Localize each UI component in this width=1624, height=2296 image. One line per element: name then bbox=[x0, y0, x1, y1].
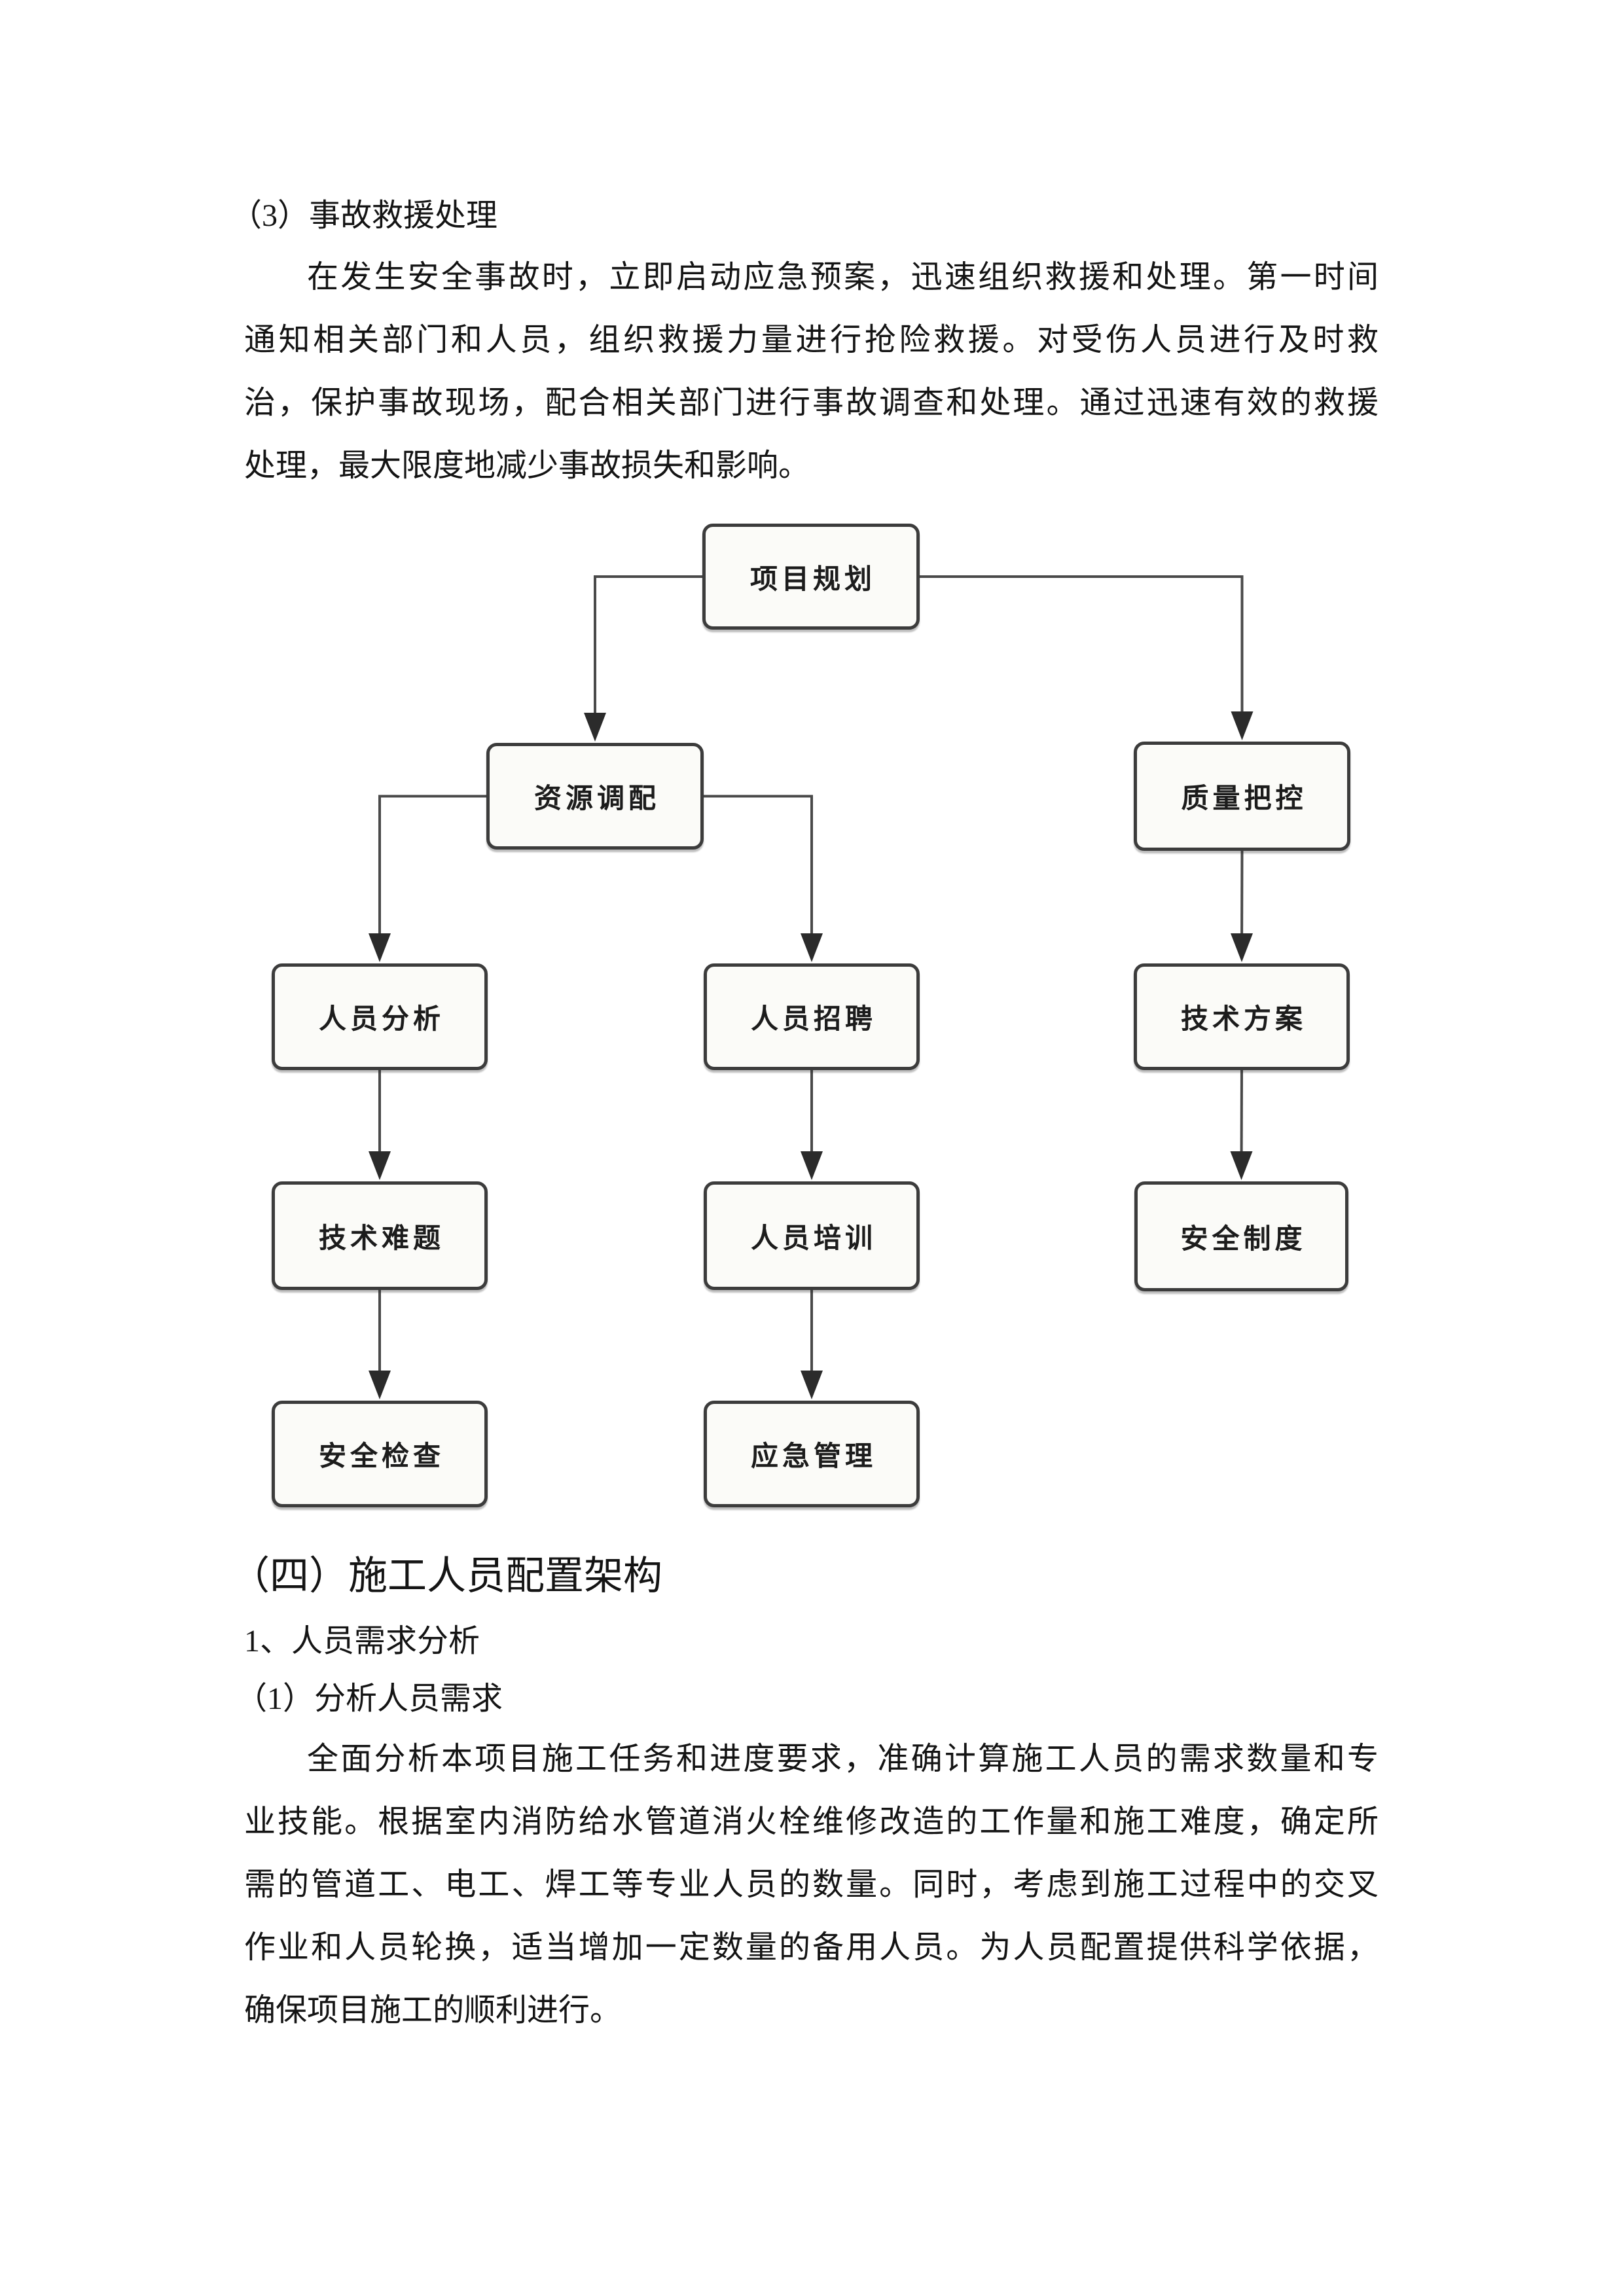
flowchart-node-safety-inspection: 安全检查 bbox=[272, 1401, 488, 1507]
flowchart: 项目规划资源调配 质量把控人员分析 人员招聘 技术方案技术难题 人员培训 安全制度安全检查… bbox=[0, 517, 1624, 1538]
flowchart-node-quality-control: 质量把控 bbox=[1134, 742, 1350, 851]
flowchart-connector-resource-allocation-to-personnel-analysis bbox=[378, 795, 486, 957]
text-line: 作业和人员轮换，适当增加一定数量的备用人员。为人员配置提供科学依据， bbox=[244, 1930, 1379, 1965]
arrowhead-icon bbox=[369, 1371, 391, 1399]
arrowhead-icon bbox=[801, 1151, 823, 1180]
paragraph-personnel-needs: 全面分析本项目施工任务和进度要求，准确计算施工人员的需求数量和专业技能。根据室内… bbox=[244, 1728, 1379, 2042]
flowchart-node-resource-allocation: 资源调配 bbox=[486, 743, 704, 850]
text-line: 通知相关部门和人员，组织救援力量进行抢险救援。对受伤人员进行及时救 bbox=[244, 323, 1379, 357]
heading-personnel-demand-analysis: 1、人员需求分析 bbox=[244, 1624, 480, 1659]
text-line: 治，保护事故现场，配合相关部门进行事故调查和处理。通过迅速有效的救援 bbox=[244, 386, 1379, 420]
arrowhead-icon bbox=[1231, 933, 1253, 962]
flowchart-node-technical-plan: 技术方案 bbox=[1134, 963, 1350, 1070]
arrowhead-icon bbox=[369, 1151, 391, 1180]
text-line: 需的管道工、电工、焊工等专业人员的数量。同时，考虑到施工过程中的交叉 bbox=[244, 1867, 1379, 1902]
arrowhead-icon bbox=[1230, 1151, 1253, 1180]
flowchart-node-emergency-management: 应急管理 bbox=[704, 1401, 920, 1507]
heading-personnel-structure: （四）施工人员配置架构 bbox=[230, 1554, 662, 1598]
flowchart-node-personnel-analysis: 人员分析 bbox=[272, 963, 488, 1070]
arrowhead-icon bbox=[801, 933, 823, 962]
text-line: 全面分析本项目施工任务和进度要求，准确计算施工人员的需求数量和专 bbox=[307, 1742, 1379, 1776]
text-line: 确保项目施工的顺利进行。 bbox=[244, 1993, 622, 2028]
text-line: 在发生安全事故时，立即启动应急预案，迅速组织救援和处理。第一时间 bbox=[307, 260, 1379, 295]
arrowhead-icon bbox=[369, 933, 391, 962]
flowchart-node-technical-difficulties: 技术难题 bbox=[272, 1181, 488, 1290]
flowchart-connector-resource-allocation-to-personnel-recruitment bbox=[704, 795, 813, 957]
flowchart-node-safety-system: 安全制度 bbox=[1134, 1181, 1348, 1291]
arrowhead-icon bbox=[1231, 711, 1254, 740]
flowchart-edges-layer bbox=[369, 575, 1254, 1399]
flowchart-connector-project-planning-to-quality-control bbox=[920, 575, 1244, 735]
flowchart-connector-project-planning-to-resource-allocation bbox=[594, 575, 702, 736]
heading-accident-rescue: （3）事故救援处理 bbox=[230, 198, 498, 233]
paragraph-accident-rescue: 在发生安全事故时，立即启动应急预案，迅速组织救援和处理。第一时间通知相关部门和人… bbox=[244, 246, 1379, 497]
heading-analyze-personnel-needs: （1）分析人员需求 bbox=[236, 1681, 503, 1716]
text-line: 处理，最大限度地减少事故损失和影响。 bbox=[244, 448, 810, 483]
arrowhead-icon bbox=[584, 713, 606, 742]
flowchart-node-personnel-recruitment: 人员招聘 bbox=[704, 963, 920, 1070]
flowchart-node-personnel-training: 人员培训 bbox=[704, 1181, 920, 1290]
flowchart-node-project-planning: 项目规划 bbox=[702, 524, 920, 630]
arrowhead-icon bbox=[801, 1371, 823, 1399]
text-line: 业技能。根据室内消防给水管道消火栓维修改造的工作量和施工难度，确定所 bbox=[244, 1804, 1379, 1839]
